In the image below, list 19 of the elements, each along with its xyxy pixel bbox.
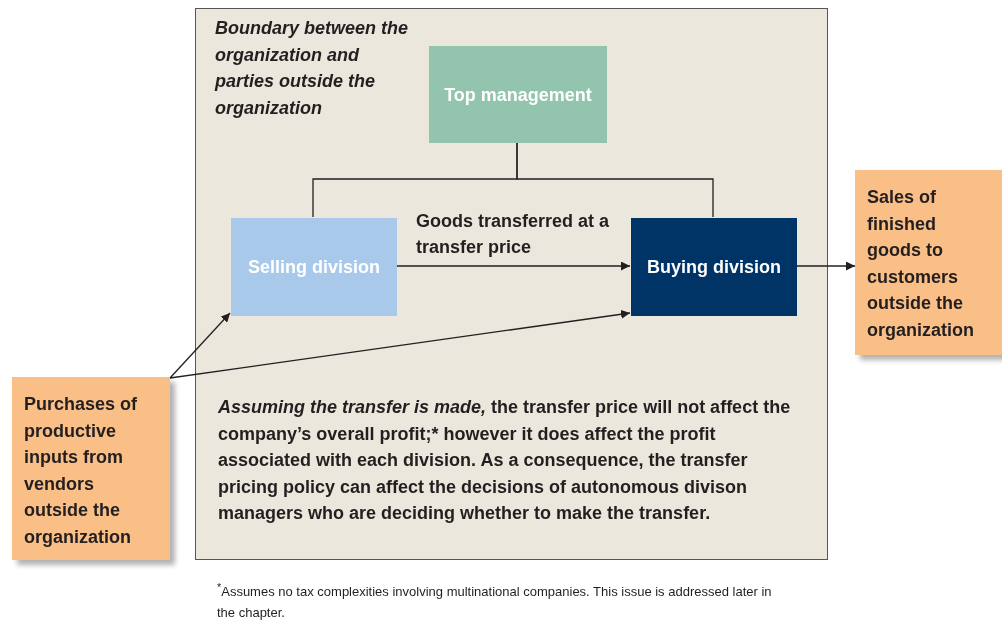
arrow [795,261,856,271]
note-paragraph: Assuming the transfer is made, the transfer price will not affect the company’s overall profit;* however it does affect the profit associated with each division. As a consequence, the transfer pricing policy can affect the decisions of autonomous divison managers who are deciding whether to make the transfer. [218,396,792,525]
box-label: Sales of finished goods to customers outside the organization [867,187,974,340]
arrow [395,261,631,271]
organization-boundary [195,8,828,560]
box-label: Purchases of productive inputs from vendors outside the organization [24,394,138,547]
box-label: Top management [444,83,592,107]
boundary-heading: Boundary between the organization and parties outside the organization [215,17,410,120]
external-party-box [12,377,170,560]
box-label: Selling division [248,256,380,279]
process-box [631,218,797,316]
footnote: $^{*}$Assumes no tax complexities involving multinational companies. This issue is addressed later in the chapter. [217,580,773,621]
arrow [169,309,631,379]
process-box [231,218,397,316]
connector-line [516,141,714,218]
external-party-box [855,170,1002,355]
arrow [169,312,231,379]
process-box [429,46,607,143]
box-label: Buying division [647,256,781,279]
